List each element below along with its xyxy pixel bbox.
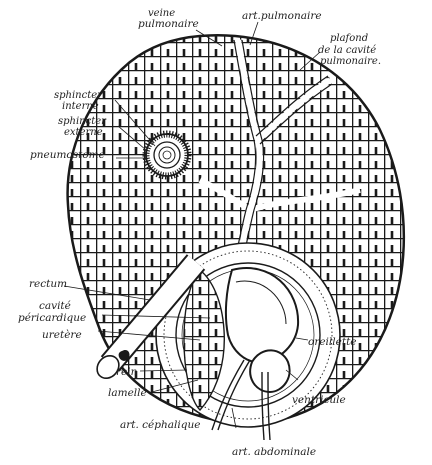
label-ventricule: ventricule [292,394,346,406]
label-sphincter-interne-1: sphincter [54,90,103,101]
label-rein: rein [116,366,138,378]
label-plafond-3: pulmonaire. [320,56,381,67]
label-rectum: rectum [29,278,67,290]
label-art-abdominale: art. abdominale [232,446,316,458]
label-art-pulmonaire: art.pulmonaire [242,10,322,22]
label-sphincter-interne-2: interne [62,101,99,112]
label-sphincter-externe-1: sphincter [58,116,107,127]
label-lamelle: lamelle [108,387,147,399]
label-oreillette: oreillette [308,336,357,348]
label-pneumostome: pneumostome [30,149,105,161]
label-plafond-1: plafond [330,33,368,44]
pneumostome [146,134,188,176]
label-sphincter-externe-2: externe [64,127,103,138]
label-cavite-2: péricardique [18,312,86,324]
label-art-cephalique: art. céphalique [120,419,200,431]
label-cavite-1: cavité [39,300,71,312]
label-uretere: uretère [42,329,82,341]
label-plafond-2: de la cavité [318,45,376,56]
label-veine-2: pulmonaire [138,18,199,30]
